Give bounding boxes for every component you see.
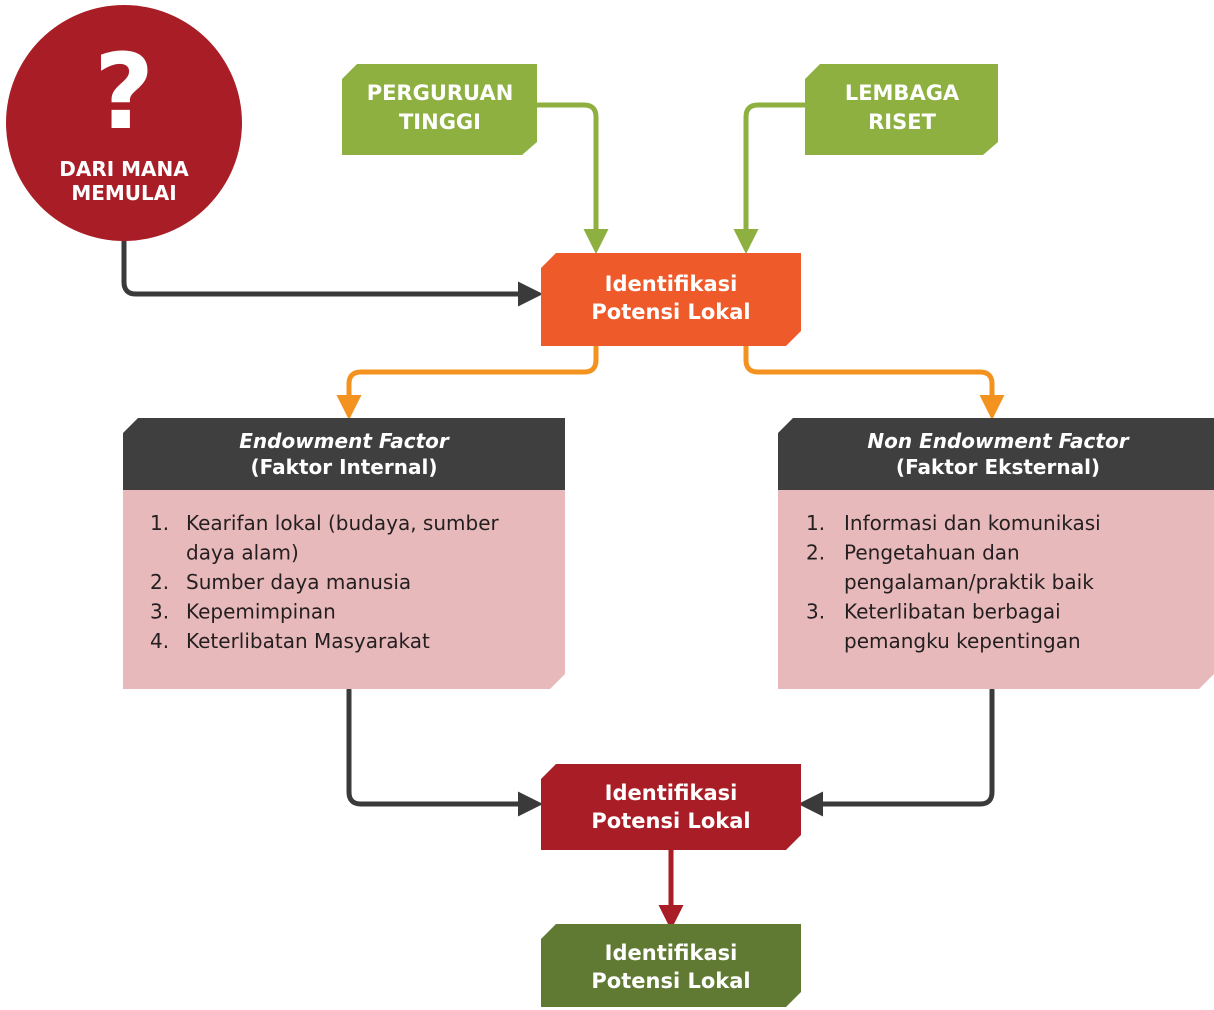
analyze-node: Identifikasi Potensi Lokal xyxy=(541,764,801,850)
analyze-box xyxy=(541,764,801,850)
endowment-item-number: 3. xyxy=(150,600,169,624)
endowment-header xyxy=(123,418,565,490)
endowment-item-number: 4. xyxy=(150,629,169,653)
identify-line2: Potensi Lokal xyxy=(591,300,750,324)
arrow-lembaga-to-identify xyxy=(733,102,808,254)
non_endowment-item-text: Pengetahuan dan xyxy=(844,541,1020,565)
start-label-line2: MEMULAI xyxy=(71,181,176,205)
endowment-item-text: Sumber daya manusia xyxy=(186,570,411,594)
start-label-line1: DARI MANA xyxy=(59,157,189,181)
non-endowment-list: 1. Informasi dan komunikasi 2. Pengetahuan … xyxy=(806,511,1101,653)
source-perguruan-tinggi: PERGURUAN TINGGI xyxy=(342,64,537,155)
lembaga-line1: LEMBAGA xyxy=(845,81,960,105)
arrow-identify-to-endowment xyxy=(336,342,599,420)
arrow-endowment-to-analyze xyxy=(346,687,543,817)
identify-box xyxy=(541,253,801,346)
endowment-title: Endowment Factor xyxy=(239,429,450,453)
non_endowment-item-number: 1. xyxy=(806,511,825,535)
non-endowment-title: Non Endowment Factor xyxy=(867,429,1129,453)
result-node: Identifikasi Potensi Lokal xyxy=(541,924,801,1007)
arrow-start-to-identify xyxy=(121,237,543,307)
arrow-identify-to-nonendowment xyxy=(743,342,1005,420)
perguruan-line2: TINGGI xyxy=(399,110,481,134)
result-box xyxy=(541,924,801,1007)
non-endowment-header xyxy=(778,418,1214,490)
endowment-list-bg xyxy=(123,490,565,689)
start-node: ? DARI MANA MEMULAI xyxy=(6,5,242,241)
endowment-list: 1. Kearifan lokal (budaya, sumber daya ala… xyxy=(150,511,499,653)
non_endowment-item-text: pemangku kepentingan xyxy=(844,629,1081,653)
endowment-item-text: Keterlibatan Masyarakat xyxy=(186,629,430,653)
non_endowment-item-number: 2. xyxy=(806,541,825,565)
endowment-item-text: daya alam) xyxy=(186,541,299,565)
identify-node: Identifikasi Potensi Lokal xyxy=(541,253,801,346)
start-circle xyxy=(6,5,242,241)
non_endowment-item-number: 3. xyxy=(806,600,825,624)
non-endowment-subtitle: (Faktor Eksternal) xyxy=(896,455,1100,479)
non_endowment-item-text: pengalaman/praktik baik xyxy=(844,570,1094,594)
lembaga-line2: RISET xyxy=(868,110,936,134)
endowment-item-text: Kearifan lokal (budaya, sumber xyxy=(186,511,499,535)
result-line1: Identifikasi xyxy=(605,941,738,965)
endowment-item-number: 2. xyxy=(150,570,169,594)
analyze-line2: Potensi Lokal xyxy=(591,809,750,833)
analyze-line1: Identifikasi xyxy=(605,781,738,805)
non-endowment-panel: Non Endowment Factor (Faktor Eksternal) … xyxy=(778,418,1214,689)
endowment-item-text: Kepemimpinan xyxy=(186,600,336,624)
result-line2: Potensi Lokal xyxy=(591,969,750,993)
lembaga-box xyxy=(805,64,998,155)
perguruan-box xyxy=(342,64,537,155)
question-mark-icon: ? xyxy=(94,31,154,153)
non-endowment-list-bg xyxy=(778,490,1214,689)
endowment-item-number: 1. xyxy=(150,511,169,535)
arrow-perguruan-to-identify xyxy=(534,102,609,254)
non_endowment-item-text: Keterlibatan berbagai xyxy=(844,600,1061,624)
non_endowment-item-text: Informasi dan komunikasi xyxy=(844,511,1101,535)
perguruan-line1: PERGURUAN xyxy=(367,81,514,105)
endowment-subtitle: (Faktor Internal) xyxy=(251,455,438,479)
source-lembaga-riset: LEMBAGA RISET xyxy=(805,64,998,155)
arrow-nonendowment-to-analyze xyxy=(798,687,995,817)
endowment-panel: Endowment Factor (Faktor Internal) 1. Kea… xyxy=(123,418,565,689)
identify-line1: Identifikasi xyxy=(605,272,738,296)
